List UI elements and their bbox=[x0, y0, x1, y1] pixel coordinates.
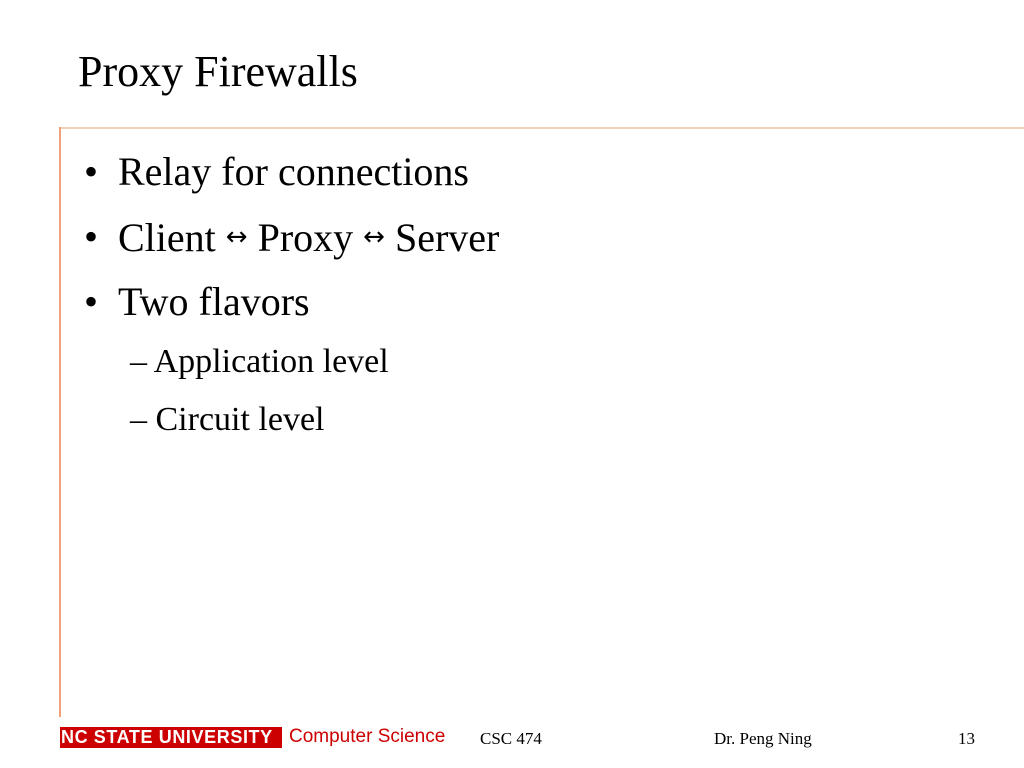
bidirectional-arrow-icon: ↔ bbox=[225, 222, 248, 252]
bullet-text: Two flavors bbox=[118, 279, 310, 324]
department-name: Computer Science bbox=[289, 726, 446, 747]
bullet-text: Client ↔ Proxy ↔ Server bbox=[118, 213, 499, 262]
dash-marker: – bbox=[130, 401, 147, 438]
proxy-label: Proxy bbox=[257, 215, 354, 260]
left-margin-line bbox=[59, 127, 61, 717]
bullet-text: Relay for connections bbox=[118, 149, 469, 194]
server-label: Server bbox=[394, 215, 500, 260]
sub-bullet-text: Application level bbox=[153, 343, 389, 380]
title-divider-line bbox=[60, 127, 1024, 129]
author-name: Dr. Peng Ning bbox=[714, 729, 812, 748]
dash-marker: – bbox=[130, 343, 147, 380]
client-label: Client bbox=[118, 215, 216, 260]
bidirectional-arrow-icon: ↔ bbox=[363, 222, 385, 252]
sub-bullet-item: – Circuit level bbox=[130, 399, 325, 441]
bullet-marker: • bbox=[84, 214, 99, 259]
slide-title: Proxy Firewalls bbox=[78, 47, 358, 96]
bullet-marker: • bbox=[84, 149, 99, 194]
sub-bullet-text: Circuit level bbox=[155, 401, 325, 438]
bullet-marker: • bbox=[84, 279, 99, 324]
page-number: 13 bbox=[958, 729, 975, 748]
slide-footer: NC STATE UNIVERSITY Computer Science CSC… bbox=[0, 718, 1024, 758]
course-code: CSC 474 bbox=[480, 729, 542, 748]
sub-bullet-item: – Application level bbox=[130, 341, 389, 383]
nc-state-university-logo: NC STATE UNIVERSITY bbox=[60, 727, 282, 748]
